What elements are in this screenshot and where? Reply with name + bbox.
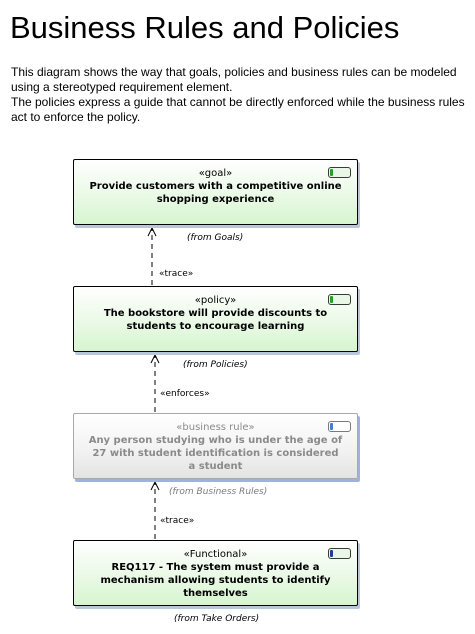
arrowhead-policy — [150, 353, 160, 364]
description-line-1: This diagram shows the way that goals, p… — [11, 65, 457, 94]
business-rule-element[interactable]: «business rule» Any person studying who … — [73, 413, 358, 479]
goal-element[interactable]: «goal» Provide customers with a competit… — [73, 159, 358, 225]
requirement-icon — [328, 294, 351, 305]
business-rule-stereotype: «business rule» — [176, 422, 255, 433]
policy-element[interactable]: «policy» The bookstore will provide disc… — [73, 286, 358, 352]
functional-stereotype: «Functional» — [183, 549, 248, 560]
functional-element[interactable]: «Functional» REQ117 - The system must pr… — [73, 540, 358, 606]
policy-stereotype: «policy» — [194, 295, 237, 306]
requirement-icon — [328, 167, 351, 178]
requirement-icon — [328, 421, 351, 432]
functional-package-label: (from Take Orders) — [174, 614, 260, 624]
diagram-description: This diagram shows the way that goals, p… — [11, 65, 466, 125]
arrowhead-rule — [150, 480, 160, 491]
trace-label-2: «trace» — [160, 516, 195, 526]
diagram-title: Business Rules and Policies — [10, 10, 400, 45]
policy-package-label: (from Policies) — [183, 360, 248, 370]
requirement-icon — [328, 548, 351, 559]
functional-name: REQ117 - The system must provide a mecha… — [100, 562, 331, 599]
trace-label-1: «trace» — [159, 269, 194, 279]
arrowhead-goal — [147, 226, 157, 237]
description-line-2: The policies express a guide that cannot… — [11, 95, 465, 124]
policy-name: The bookstore will provide discounts to … — [103, 308, 328, 332]
enforces-label: «enforces» — [160, 389, 210, 399]
goal-name: Provide customers with a competitive onl… — [89, 181, 342, 205]
goal-package-label: (from Goals) — [187, 233, 244, 243]
goal-stereotype: «goal» — [198, 168, 233, 179]
business-rule-name: Any person studying who is under the age… — [88, 435, 343, 472]
business-rule-package-label: (from Business Rules) — [169, 487, 268, 497]
